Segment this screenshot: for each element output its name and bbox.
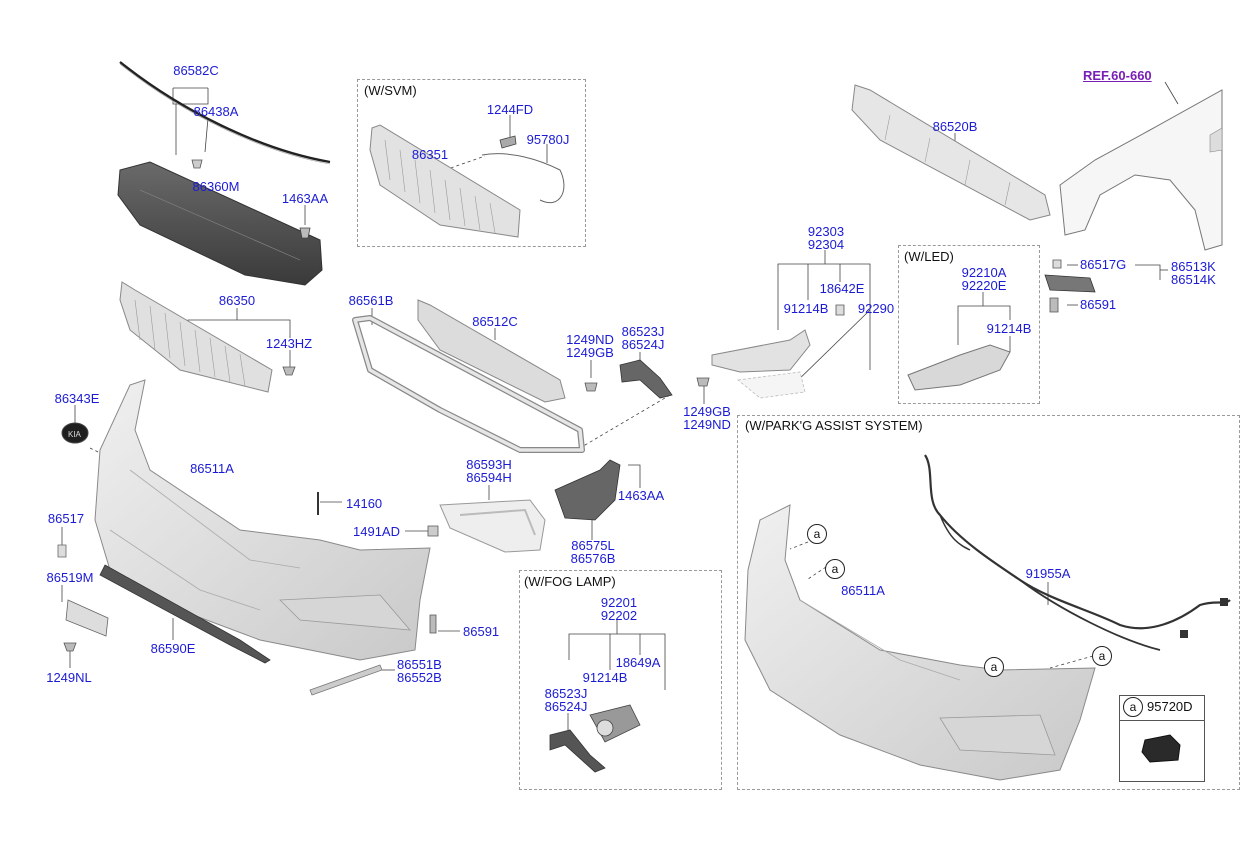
fender-bracket-part (1044, 274, 1096, 293)
part-label-86524j[interactable]: 86524J (544, 699, 588, 714)
part-label-92202[interactable]: 92202 (600, 608, 638, 623)
part-label-86552b[interactable]: 86552B (397, 670, 442, 685)
svm-section (357, 79, 586, 247)
part-label-86512c[interactable]: 86512C (472, 314, 518, 329)
fender-part (1059, 89, 1223, 251)
part-label-1491ad[interactable]: 1491AD (353, 524, 400, 539)
section-title-park-assist: (W/PARK'G ASSIST SYSTEM) (745, 418, 923, 433)
part-label-1249gb[interactable]: 1249GB (566, 345, 614, 360)
part-label-86576b[interactable]: 86576B (570, 551, 616, 566)
part-label-91955a[interactable]: 91955A (1025, 566, 1071, 581)
part-label-91214b[interactable]: 91214B (783, 301, 829, 316)
part-label-86575l[interactable]: 86575L (571, 538, 615, 553)
part-label-86438a[interactable]: 86438A (193, 104, 239, 119)
lower-molding-part (99, 564, 271, 664)
part-label-92290[interactable]: 92290 (857, 301, 895, 316)
section-title-fog-lamp: (W/FOG LAMP) (524, 574, 616, 589)
drl-lamp-part (711, 329, 811, 373)
part-label-1249nd[interactable]: 1249ND (566, 332, 614, 347)
part-label-86561b[interactable]: 86561B (348, 293, 394, 308)
led-lamp-part (907, 344, 1011, 391)
section-title-led: (W/LED) (904, 249, 954, 264)
part-label-91214b[interactable]: 91214B (986, 321, 1032, 336)
part-label-86520b[interactable]: 86520B (932, 119, 978, 134)
part-label-1244fd[interactable]: 1244FD (486, 102, 534, 117)
part-label-92220e[interactable]: 92220E (961, 278, 1007, 293)
part-label-86590e[interactable]: 86590E (150, 641, 196, 656)
led-section (898, 245, 1040, 404)
part-label-86517[interactable]: 86517 (47, 511, 85, 526)
parking-sensor-part (1141, 734, 1181, 763)
part-label-86551b[interactable]: 86551B (397, 657, 442, 672)
part-label-92304[interactable]: 92304 (807, 237, 845, 252)
legend-callout-a: a (1123, 697, 1143, 717)
part-label-92210a[interactable]: 92210A (961, 265, 1007, 280)
part-label-14160[interactable]: 14160 (346, 496, 383, 511)
part-label-1463aa[interactable]: 1463AA (617, 488, 665, 503)
sensor-legend-header (1119, 695, 1205, 721)
part-label-86591[interactable]: 86591 (1080, 297, 1117, 312)
part-label-18649a[interactable]: 18649A (615, 655, 661, 670)
part-label-92201[interactable]: 92201 (600, 595, 638, 610)
kia-emblem-part (61, 422, 89, 444)
legend-part-number[interactable]: 95720D (1147, 699, 1193, 714)
part-label-86343e[interactable]: 86343E (54, 391, 100, 406)
side-bracket-part (554, 459, 621, 521)
bracket-part (619, 359, 673, 399)
part-label-1243hz[interactable]: 1243HZ (265, 336, 313, 351)
part-label-86582c[interactable]: 86582C (173, 63, 219, 78)
part-label-86523j[interactable]: 86523J (544, 686, 588, 701)
part-label-86591[interactable]: 86591 (463, 624, 500, 639)
upper-grille-strip-part (417, 299, 566, 403)
part-label-86511a[interactable]: 86511A (190, 461, 234, 476)
callout-a: a (984, 657, 1004, 677)
part-label-1249nd[interactable]: 1249ND (683, 417, 731, 432)
part-label-91214b[interactable]: 91214B (582, 670, 628, 685)
part-label-86360m[interactable]: 86360M (192, 179, 240, 194)
part-label-95780j[interactable]: 95780J (526, 132, 570, 147)
upper-molding-strip (119, 61, 331, 164)
part-label-18642e[interactable]: 18642E (819, 281, 865, 296)
part-label-1249nl[interactable]: 1249NL (46, 670, 92, 685)
part-label-86514k[interactable]: 86514K (1171, 272, 1216, 287)
park-assist-bumper-part (744, 504, 1096, 781)
part-label-1249gb[interactable]: 1249GB (683, 404, 731, 419)
callout-a: a (1092, 646, 1112, 666)
energy-absorber-part (851, 84, 1051, 221)
fog-cover-part (439, 499, 546, 553)
front-bumper-part (94, 379, 431, 661)
svg-text:KIA: KIA (68, 430, 82, 439)
license-bracket-part (65, 599, 109, 637)
part-label-92303[interactable]: 92303 (807, 224, 845, 239)
radiator-cover-part (117, 161, 323, 286)
clip-part (191, 159, 203, 169)
part-label-86350[interactable]: 86350 (218, 293, 256, 308)
part-label-86351[interactable]: 86351 (411, 147, 449, 162)
part-label-86519m[interactable]: 86519M (46, 570, 94, 585)
part-label-86593h[interactable]: 86593H (466, 457, 512, 472)
wiring-harness-part (924, 454, 1231, 630)
section-title-svm: (W/SVM) (364, 83, 417, 98)
part-label-86524j[interactable]: 86524J (621, 337, 665, 352)
part-label-86523j[interactable]: 86523J (621, 324, 665, 339)
part-label-86517g[interactable]: 86517G (1080, 257, 1127, 272)
fog-lamp-section (519, 570, 722, 790)
part-label-86594h[interactable]: 86594H (466, 470, 512, 485)
reference-link[interactable]: REF.60-660 (1083, 68, 1152, 83)
callout-a: a (825, 559, 845, 579)
part-label-86513k[interactable]: 86513K (1171, 259, 1216, 274)
callout-a: a (807, 524, 827, 544)
part-label-86511a[interactable]: 86511A (841, 583, 885, 598)
part-label-1463aa[interactable]: 1463AA (281, 191, 329, 206)
